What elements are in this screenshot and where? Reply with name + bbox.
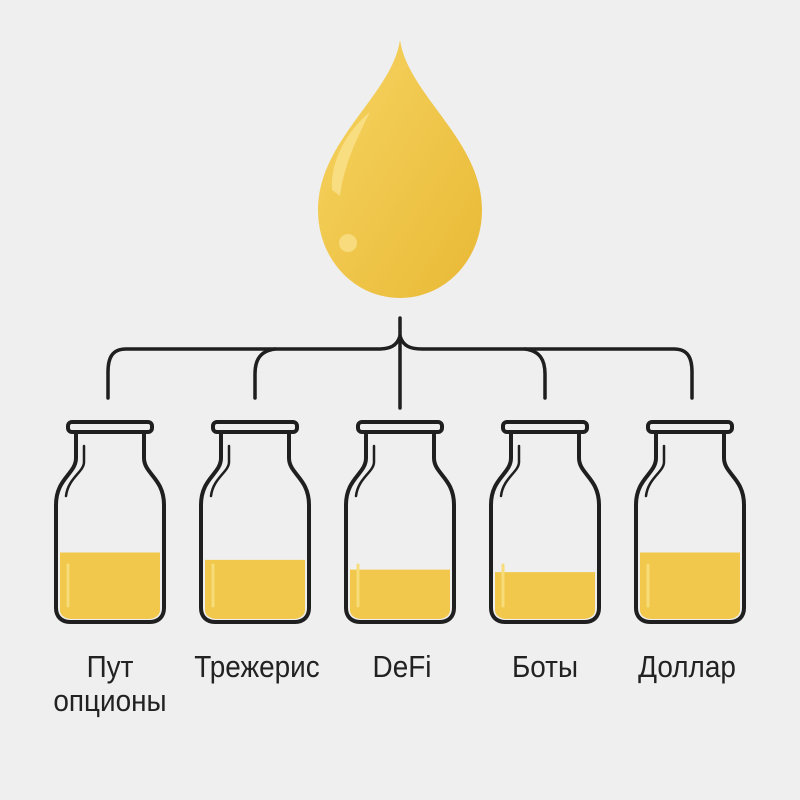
jar-dollar [636,422,744,622]
jar-defi [346,422,454,622]
jar-rim [503,422,587,432]
jar-label-treasuries: Трежерис [190,650,325,684]
liquid-fill [495,572,595,619]
jar-label-bots: Боты [478,650,613,684]
jar-bots [491,422,599,622]
jar-rim [213,422,297,432]
liquid-fill [350,570,450,619]
jar-rim [68,422,152,432]
branch-connector [108,318,692,408]
jar-group [56,422,744,622]
jar-rim [358,422,442,432]
liquid-fill [205,560,305,619]
jar-put-options [56,422,164,622]
oil-drop-icon [318,40,482,298]
jar-treasuries [201,422,309,622]
jar-label-dollar: Доллар [620,650,755,684]
liquid-fill [60,553,160,619]
jar-rim [648,422,732,432]
jar-label-put-options: Пут опционы [43,650,178,718]
jar-label-defi: DeFi [335,650,470,684]
liquid-fill [640,553,740,619]
